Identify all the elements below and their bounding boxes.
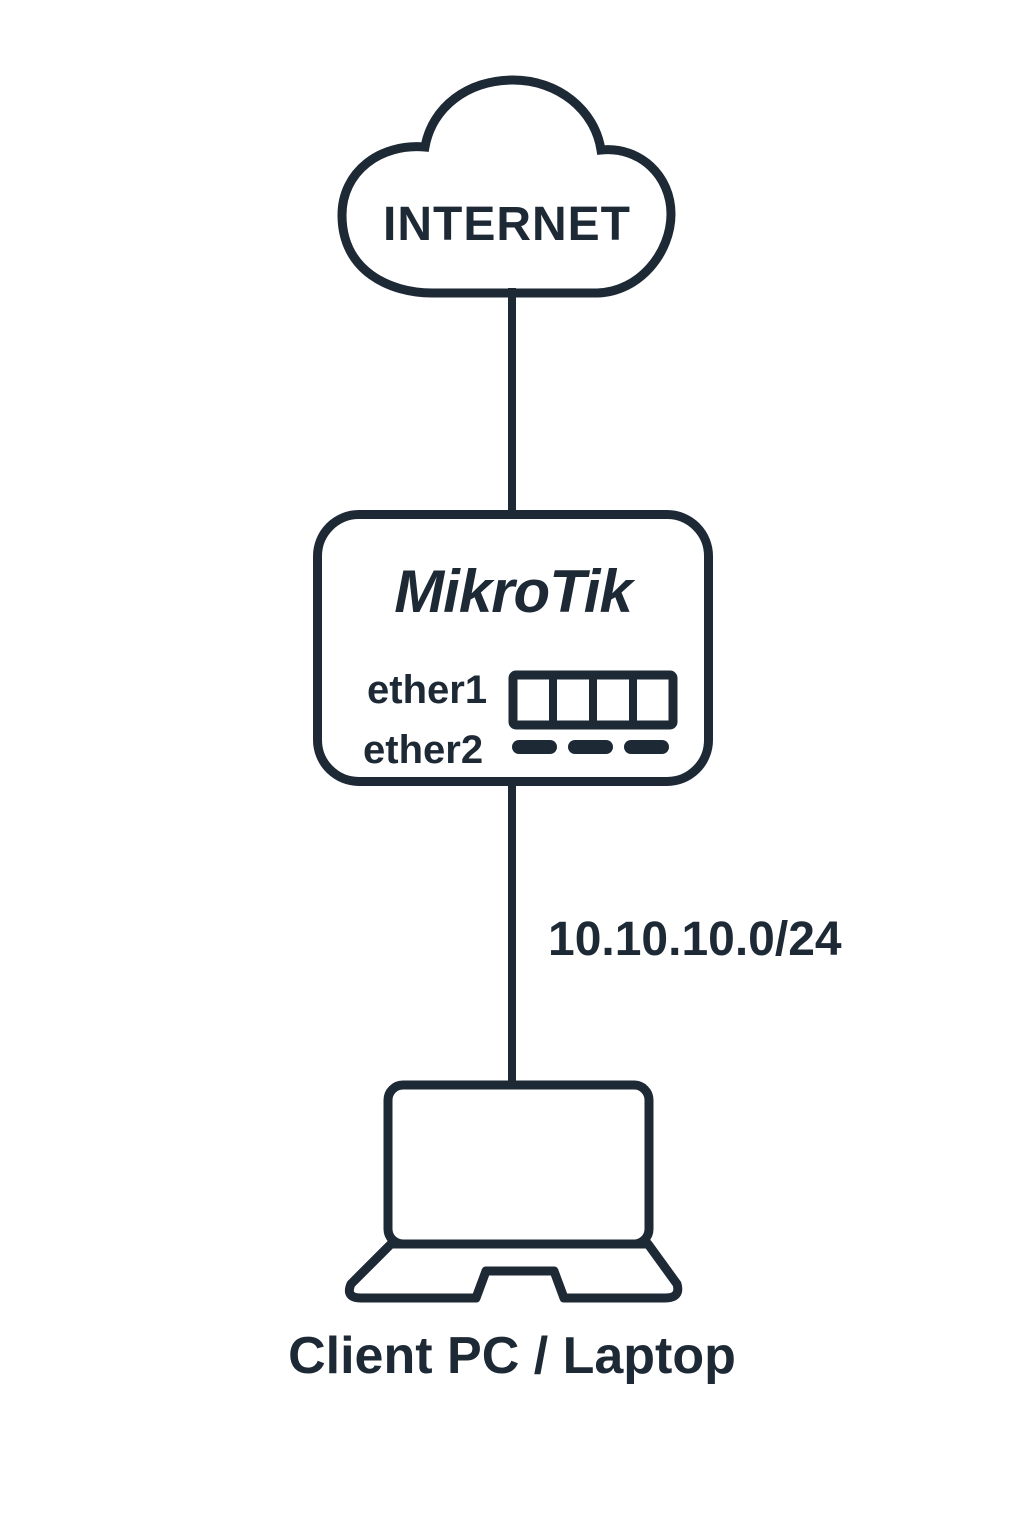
router-brand-logo: MikroTik — [394, 558, 633, 625]
client-node — [334, 1064, 686, 1306]
internet-node — [336, 70, 678, 302]
internet-label: INTERNET — [383, 198, 631, 251]
laptop-icon — [344, 1080, 683, 1303]
interface-label-ether1: ether1 — [367, 668, 488, 712]
router-node: MikroTik ether1 ether2 — [313, 510, 713, 786]
ethernet-ports-icon — [508, 670, 678, 730]
lan-link-line — [508, 778, 516, 1084]
cloud-icon — [337, 75, 676, 298]
client-label: Client PC / Laptop — [288, 1327, 736, 1385]
lan-subnet-label: 10.10.10.0/24 — [548, 913, 842, 966]
wan-link-line — [508, 288, 516, 516]
interface-label-ether2: ether2 — [363, 728, 484, 772]
dashed-ports-icon — [512, 740, 669, 754]
